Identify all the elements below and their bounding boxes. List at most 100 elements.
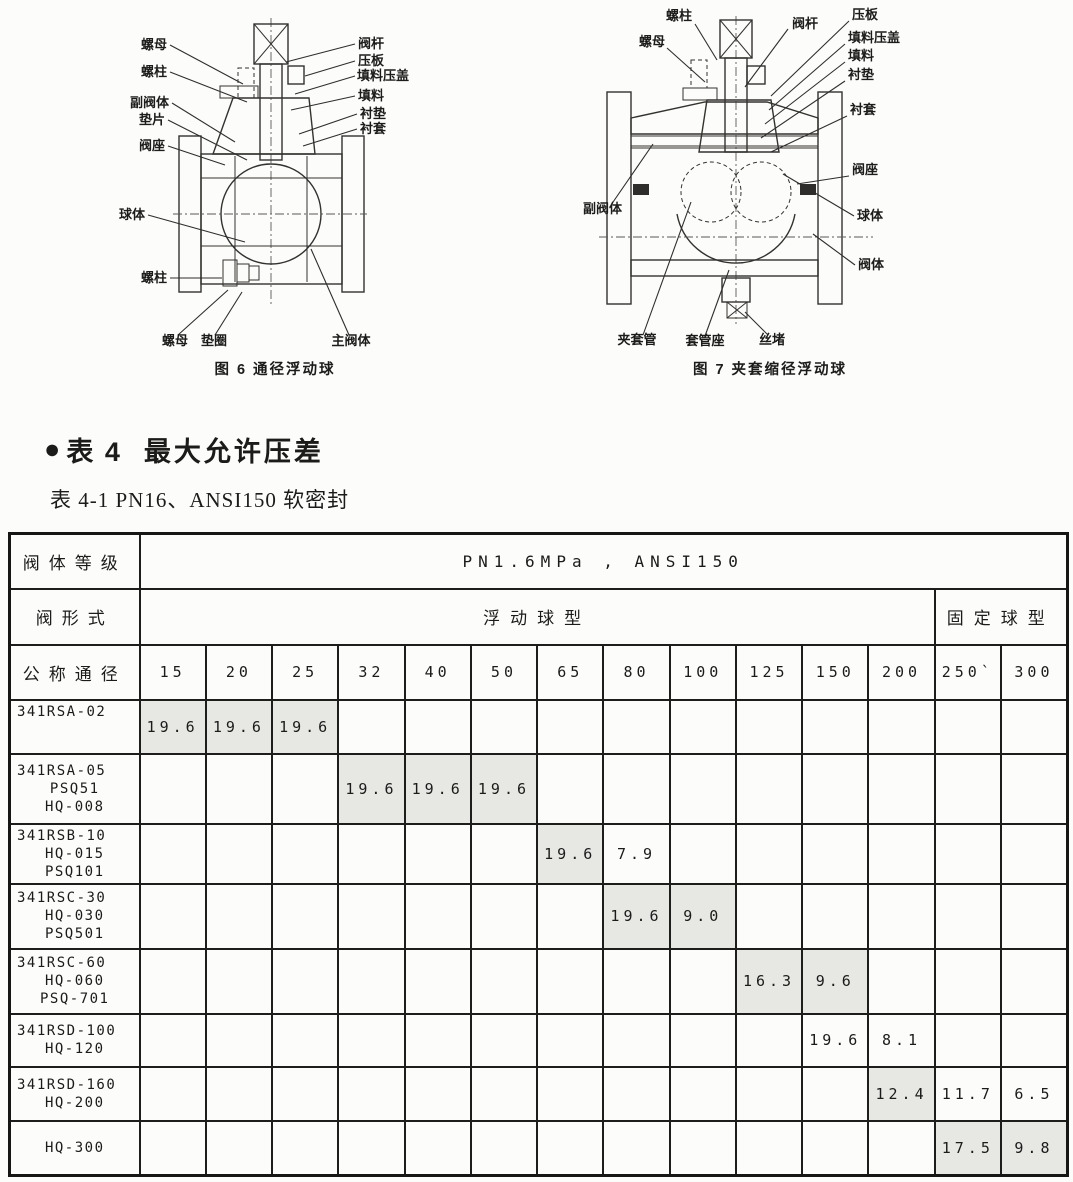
empty-cell xyxy=(734,752,804,825)
model-code: HQ-200 xyxy=(44,1094,105,1111)
empty-cell xyxy=(204,882,274,950)
empty-cell xyxy=(668,1065,737,1122)
empty-cell xyxy=(999,822,1069,885)
model-code: HQ-030 xyxy=(44,908,105,924)
empty-cell xyxy=(403,1119,472,1177)
empty-cell xyxy=(801,1119,870,1177)
empty-cell xyxy=(536,1065,605,1122)
figure-6-caption: 图 6 通径浮动球 xyxy=(214,360,335,378)
model-code: PSQ51 xyxy=(49,780,100,797)
fig7-label-plate: 压板 xyxy=(852,7,879,22)
fig6-label-main-body: 主阀体 xyxy=(331,333,371,348)
fig7-label-liner-gasket: 衬垫 xyxy=(848,67,874,82)
fig6-label-packing-gland: 填料压盖 xyxy=(357,68,409,83)
header-floating-ball-type: 浮动球型 xyxy=(138,587,936,646)
column-header-dn: 80 xyxy=(602,643,671,701)
empty-cell xyxy=(801,882,870,950)
empty-cell xyxy=(271,1119,340,1177)
fig7-valve-drawing xyxy=(599,16,873,324)
empty-cell xyxy=(337,698,406,755)
empty-cell xyxy=(403,1065,472,1122)
pressure-value-cell: 19.6 xyxy=(271,698,340,755)
table-number: 表 4 xyxy=(66,437,122,467)
empty-cell xyxy=(204,752,274,825)
model-code: PSQ-701 xyxy=(39,991,110,1007)
empty-cell xyxy=(734,698,804,755)
empty-cell xyxy=(138,947,207,1015)
fig7-label-stud: 螺柱 xyxy=(666,8,692,23)
empty-cell xyxy=(801,752,870,825)
fig6-label-sub-body: 副阀体 xyxy=(130,95,170,110)
empty-cell xyxy=(999,882,1069,950)
fig7-label-sleeve-seat: 套管座 xyxy=(684,333,724,348)
empty-cell xyxy=(204,1119,274,1177)
pressure-value-cell: 19.6 xyxy=(801,1012,870,1068)
row-label: HQ-300 xyxy=(8,1119,141,1177)
pressure-value-cell: 19.6 xyxy=(536,822,605,885)
empty-cell xyxy=(271,947,340,1015)
empty-cell xyxy=(271,1065,340,1122)
empty-cell xyxy=(734,1012,804,1068)
pressure-value-cell: 9.0 xyxy=(668,882,737,950)
empty-cell xyxy=(867,1119,936,1177)
fig6-label-liner-sleeve: 衬套 xyxy=(360,121,387,136)
fig7-label-packing: 填料 xyxy=(848,48,874,63)
fig6-label-gasket: 垫片 xyxy=(139,112,165,127)
empty-cell xyxy=(933,752,1002,825)
empty-cell xyxy=(933,1012,1002,1068)
pressure-value-cell: 17.5 xyxy=(933,1119,1002,1177)
empty-cell xyxy=(602,947,671,1015)
pressure-value-cell: 19.6 xyxy=(403,752,472,825)
empty-cell xyxy=(867,822,936,885)
empty-cell xyxy=(204,1012,274,1068)
model-code: HQ-060 xyxy=(44,973,105,989)
column-header-dn: 250` xyxy=(933,643,1002,701)
column-header-dn: 25 xyxy=(271,643,340,701)
empty-cell xyxy=(536,882,605,950)
empty-cell xyxy=(403,947,472,1015)
empty-cell xyxy=(536,947,605,1015)
column-header-dn: 125 xyxy=(734,643,804,701)
table-subtitle: 表 4-1 PN16、ANSI150 软密封 xyxy=(50,488,350,512)
empty-cell xyxy=(734,882,804,950)
model-code: 341RSC-30 xyxy=(17,890,107,906)
pressure-value-cell: 19.6 xyxy=(337,752,406,825)
empty-cell xyxy=(536,698,605,755)
fig6-label-liner-gasket: 衬垫 xyxy=(360,106,386,121)
empty-cell xyxy=(602,752,671,825)
section-title: ● 表 4 最大允许压差 xyxy=(44,430,324,469)
column-header-dn: 65 xyxy=(536,643,605,701)
header-fixed-ball-type: 固定球型 xyxy=(933,587,1069,646)
empty-cell xyxy=(668,752,737,825)
column-header-dn: 15 xyxy=(138,643,207,701)
empty-cell xyxy=(469,1119,539,1177)
empty-cell xyxy=(138,882,207,950)
empty-cell xyxy=(933,882,1002,950)
fig6-valve-drawing xyxy=(173,18,367,307)
fig7-label-seat: 阀座 xyxy=(852,162,878,177)
fig6-part-labels: 螺母 螺柱 副阀体 垫片 阀座 球体 螺柱 螺母 垫圈 主阀体 阀杆 压板 填料… xyxy=(119,36,409,378)
empty-cell xyxy=(933,822,1002,885)
pressure-value-cell: 16.3 xyxy=(734,947,804,1015)
empty-cell xyxy=(271,752,340,825)
column-header-dn: 300 xyxy=(999,643,1069,701)
fig7-part-labels: 螺柱 螺母 阀杆 压板 填料压盖 填料 衬垫 衬套 阀座 副阀体 球体 阀体 夹… xyxy=(583,7,900,378)
fig6-label-ball: 球体 xyxy=(119,207,146,222)
fig7-label-jacket-pipe: 夹套管 xyxy=(617,332,656,347)
empty-cell xyxy=(138,1065,207,1122)
model-code: HQ-300 xyxy=(44,1139,105,1156)
empty-cell xyxy=(469,947,539,1015)
header-body-class-value: PN1.6MPa , ANSI150 xyxy=(138,532,1069,590)
empty-cell xyxy=(469,1065,539,1122)
model-code: HQ-008 xyxy=(44,798,105,815)
empty-cell xyxy=(668,1012,737,1068)
fig7-label-sub-body: 副阀体 xyxy=(583,201,623,216)
empty-cell xyxy=(271,882,340,950)
empty-cell xyxy=(734,822,804,885)
fig6-label-nut-top: 螺母 xyxy=(141,37,167,52)
empty-cell xyxy=(668,1119,737,1177)
empty-cell xyxy=(469,1012,539,1068)
